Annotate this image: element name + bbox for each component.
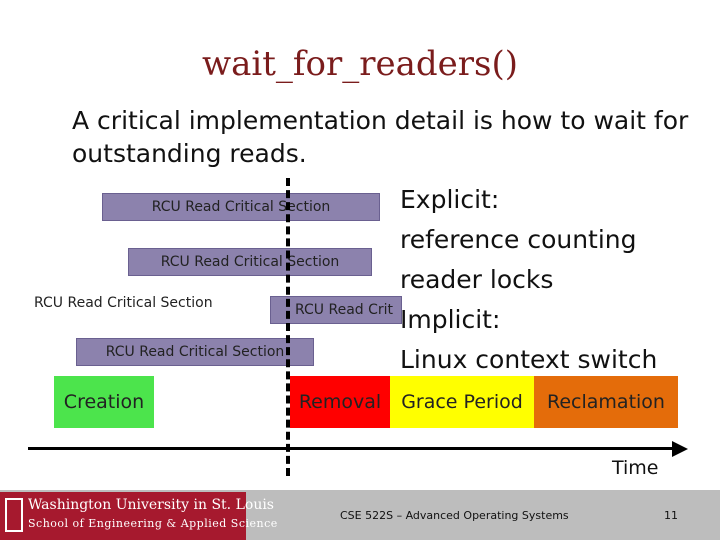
shield-icon bbox=[5, 498, 23, 532]
rcu-section-5: RCU Read Critical Section bbox=[34, 295, 213, 311]
timeline-axis bbox=[28, 447, 678, 450]
implementation-list: Explicit: reference counting reader lock… bbox=[400, 180, 657, 380]
time-label: Time bbox=[612, 457, 659, 479]
rcu-label-truncated: RCU Read Crit bbox=[295, 302, 394, 318]
list-item-reference-counting: reference counting bbox=[400, 225, 637, 254]
rcu-section-4: RCU Read Critical Section bbox=[76, 338, 314, 366]
university-logo: Washington University in St. Louis Schoo… bbox=[0, 492, 277, 540]
slide-title: wait_for_readers() bbox=[202, 44, 518, 84]
rcu-label: RCU Read Critical Section bbox=[160, 254, 340, 270]
course-name: CSE 522S – Advanced Operating Systems bbox=[340, 509, 569, 522]
rcu-label: RCU Read Critical Section bbox=[105, 344, 285, 360]
grace-period-start-line bbox=[286, 178, 290, 476]
rcu-label: RCU Read Critical Section bbox=[151, 199, 331, 215]
list-item-implicit: Implicit: bbox=[400, 305, 501, 334]
logo-university-name: Washington University in St. Louis bbox=[28, 497, 274, 513]
phase-removal: Removal bbox=[290, 376, 390, 428]
timeline-arrow-head bbox=[672, 441, 688, 457]
phase-reclamation: Reclamation bbox=[534, 376, 678, 428]
phase-creation: Creation bbox=[54, 376, 154, 428]
logo-school-name: School of Engineering & Applied Science bbox=[28, 517, 278, 530]
list-item-reader-locks: reader locks bbox=[400, 265, 554, 294]
list-item-context-switch: Linux context switch bbox=[400, 345, 658, 374]
rcu-section-3: RCU Read Crit bbox=[270, 296, 402, 324]
page-number: 11 bbox=[664, 509, 678, 522]
body-text: A critical implementation detail is how … bbox=[72, 106, 689, 168]
rcu-section-2: RCU Read Critical Section bbox=[128, 248, 372, 276]
list-item-explicit: Explicit: bbox=[400, 185, 500, 214]
phase-grace-period: Grace Period bbox=[390, 376, 534, 428]
rcu-section-1: RCU Read Critical Section bbox=[102, 193, 380, 221]
